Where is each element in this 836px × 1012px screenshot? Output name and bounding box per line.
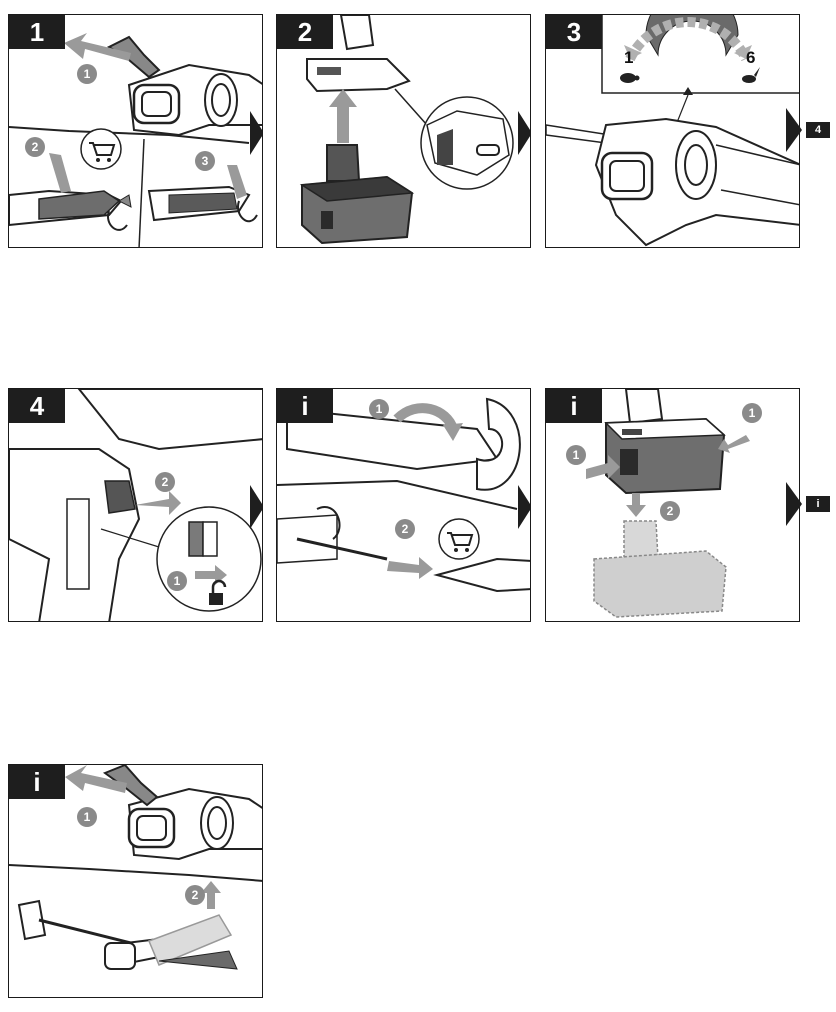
svg-text:1: 1 <box>749 406 756 420</box>
callout-2 <box>185 885 205 905</box>
panel-info-unload: i 1 2 <box>8 764 263 998</box>
svg-text:2: 2 <box>32 140 39 154</box>
svg-text:2: 2 <box>162 475 169 489</box>
callout-2 <box>660 501 680 521</box>
info-label: i <box>277 389 333 423</box>
callout-2 <box>155 472 175 492</box>
callout-1 <box>742 403 762 423</box>
next-step-arrow <box>518 111 530 155</box>
svg-text:6: 6 <box>746 48 755 67</box>
svg-text:2: 2 <box>667 504 674 518</box>
panel-step-3: 3 1 6 <box>545 14 800 248</box>
panel-info-battery: i 1 1 2 <box>545 388 800 622</box>
step-label: 1 <box>9 15 65 49</box>
next-page-arrow <box>786 482 802 526</box>
panel-step-2: 2 <box>276 14 531 248</box>
svg-text:1: 1 <box>376 402 383 416</box>
svg-text:1: 1 <box>573 448 580 462</box>
svg-text:2: 2 <box>402 522 409 536</box>
unlock-icon <box>209 579 227 605</box>
illustration-remove-plunger: 1 2 3 <box>9 33 262 247</box>
callout-3 <box>195 151 215 171</box>
svg-text:3: 3 <box>202 154 209 168</box>
illustration-remove-battery: 1 1 2 <box>566 389 762 618</box>
illustration-rotate-holder: 1 2 <box>277 397 530 593</box>
turtle-icon <box>620 73 640 83</box>
panel-step-1: 1 1 2 3 <box>8 14 263 248</box>
step-label: 3 <box>546 15 602 49</box>
svg-text:1: 1 <box>174 574 181 588</box>
rabbit-icon <box>742 67 760 83</box>
illustration-remove-cartridge: 1 2 <box>9 765 262 970</box>
callout-1 <box>77 807 97 827</box>
callout-2 <box>25 137 45 157</box>
info-label: i <box>546 389 602 423</box>
illustration-insert-battery <box>299 15 514 245</box>
panel-step-4: 4 2 1 <box>8 388 263 622</box>
next-page-arrow <box>786 108 802 152</box>
svg-text:1: 1 <box>84 810 91 824</box>
page-ref-info: i <box>806 496 830 512</box>
illustration-lock-switch: 2 1 <box>9 389 262 621</box>
cart-icon <box>438 518 480 560</box>
cart-icon <box>80 128 122 170</box>
step-label: 4 <box>9 389 65 423</box>
step-label: 2 <box>277 15 333 49</box>
illustration-speed-dial: 1 6 <box>546 15 799 247</box>
next-step-arrow <box>250 111 262 155</box>
callout-1 <box>167 571 187 591</box>
next-step-arrow <box>250 485 262 529</box>
panel-info-hook: i 1 2 <box>276 388 531 622</box>
callout-2 <box>395 519 415 539</box>
svg-text:1: 1 <box>624 48 633 67</box>
svg-text:2: 2 <box>192 888 199 902</box>
callout-1 <box>369 399 389 419</box>
callout-1b <box>566 445 586 465</box>
callout-1 <box>77 64 97 84</box>
page-ref-step-4: 4 <box>806 122 830 138</box>
info-label: i <box>9 765 65 799</box>
svg-text:1: 1 <box>84 67 91 81</box>
next-step-arrow <box>518 485 530 529</box>
